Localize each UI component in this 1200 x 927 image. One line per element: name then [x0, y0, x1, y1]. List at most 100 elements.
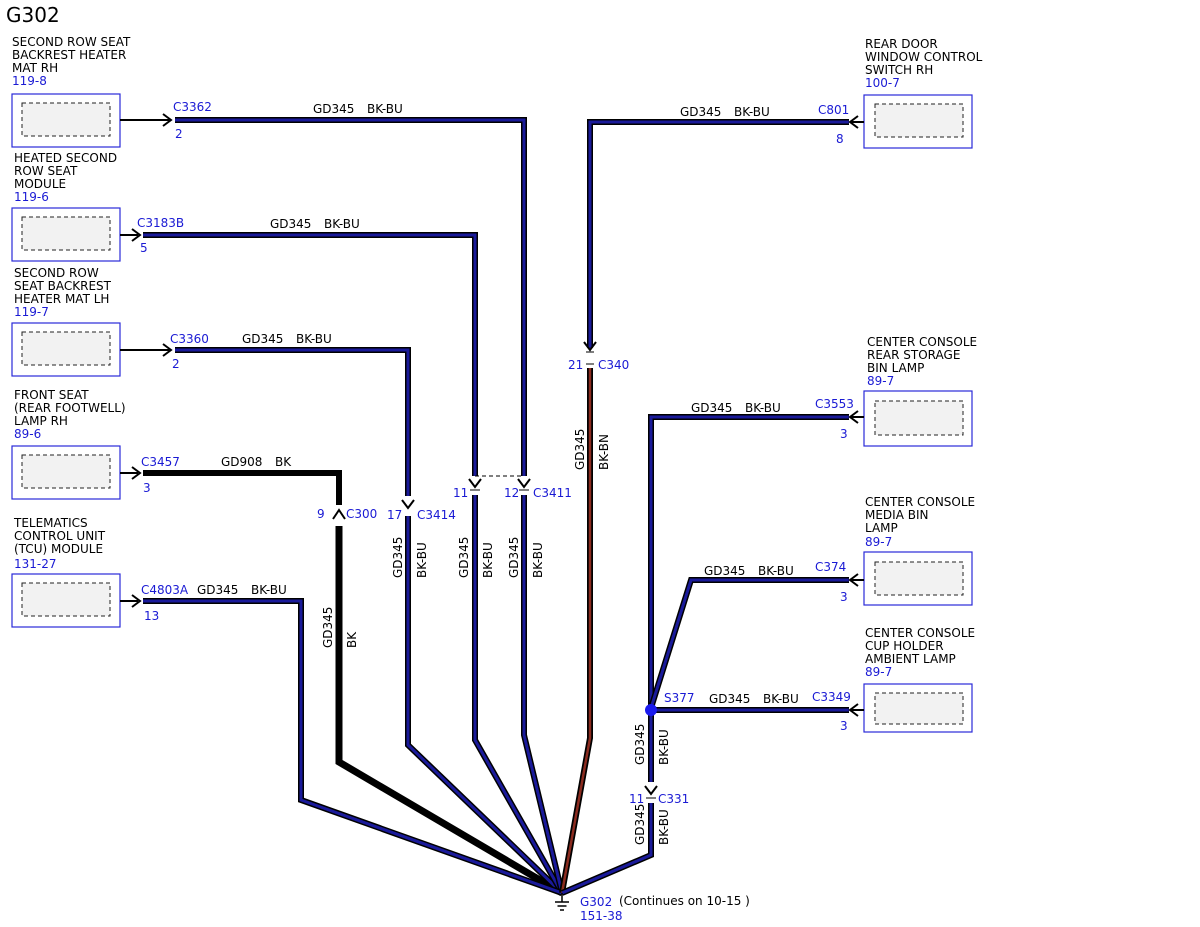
connector-name: C3183B	[137, 216, 184, 230]
wire-color: BK-BU	[745, 401, 781, 415]
wire-c3183b[interactable]	[143, 232, 478, 490]
component-label-line: FRONT SEAT	[14, 388, 89, 402]
circuit-number: GD345	[633, 804, 647, 845]
connector-c374[interactable]: C374 3	[815, 560, 848, 604]
connector-name: C340	[598, 358, 629, 372]
circuit-number: GD345	[691, 401, 732, 415]
connector-c3414[interactable]: 17 C3414	[387, 496, 456, 522]
component-label-line: AMBIENT LAMP	[865, 652, 956, 666]
continues-note[interactable]: (Continues on 10-15 )	[619, 894, 750, 908]
component-label-line: CENTER CONSOLE	[865, 626, 975, 640]
component-label-line: MAT RH	[12, 61, 58, 75]
component-label-line: CENTER CONSOLE	[865, 495, 975, 509]
wire-color: BK-BU	[763, 692, 799, 706]
circuit-number: GD908	[221, 455, 262, 469]
wires	[143, 117, 849, 897]
circuit-number: GD345	[457, 537, 471, 578]
circuit-labels-vertical: GD345 BK GD345 BK-BU GD345 BK-BU GD345 B…	[321, 429, 671, 845]
connector-pin: 5	[140, 241, 148, 255]
wire-c3457[interactable]	[143, 470, 342, 505]
circuit-number: GD345	[704, 564, 745, 578]
circuit-number: GD345	[313, 102, 354, 116]
connector-name: C3411	[533, 486, 572, 500]
wire-color: BK-BU	[758, 564, 794, 578]
diagram-title: G302	[6, 3, 60, 27]
component-tcu[interactable]: TELEMATICS CONTROL UNIT (TCU) MODULE 131…	[11, 516, 142, 628]
connector-c3553[interactable]: C3553 3	[815, 397, 854, 441]
component-ref-link[interactable]: 89-7	[867, 374, 894, 388]
ground-g302[interactable]: G302 (Continues on 10-15 ) 151-38	[555, 893, 750, 923]
component-seat-backrest-lh[interactable]: SECOND ROW SEAT BACKREST HEATER MAT LH 1…	[11, 266, 173, 377]
connector-c340[interactable]: 21 C340	[568, 341, 629, 372]
connector-c3183b[interactable]: C3183B 5	[137, 216, 184, 255]
connector-pin: 3	[840, 427, 848, 441]
component-label-line: SECOND ROW	[14, 266, 99, 280]
connector-c300[interactable]: 9 C300	[317, 507, 377, 526]
component-label-line: LAMP RH	[14, 414, 68, 428]
wire-color: BK-BU	[296, 332, 332, 346]
component-heated-seat-module[interactable]: HEATED SECOND ROW SEAT MODULE 119-6	[11, 151, 142, 262]
connector-c3349[interactable]: C3349 3	[812, 690, 851, 733]
wire-color: BK-BU	[657, 729, 671, 765]
component-ref-link[interactable]: 119-6	[14, 190, 49, 204]
component-storage-bin-lamp[interactable]: CENTER CONSOLE REAR STORAGE BIN LAMP 89-…	[848, 335, 977, 447]
wire-c300-trunk[interactable]	[335, 525, 564, 897]
component-ref-link[interactable]: 100-7	[865, 76, 900, 90]
component-ref-link[interactable]: 89-7	[865, 535, 892, 549]
component-ref-link[interactable]: 119-8	[12, 74, 47, 88]
connector-pin: 2	[175, 127, 183, 141]
circuit-number: GD345	[633, 724, 647, 765]
wire-c3360[interactable]	[175, 347, 411, 505]
connector-c3411[interactable]: 11 12 C3411	[453, 475, 572, 500]
wire-c801[interactable]	[587, 119, 849, 348]
wire-color: BK-BN	[597, 434, 611, 470]
connector-pin: 17	[387, 508, 402, 522]
component-ref-link[interactable]: 119-7	[14, 305, 49, 319]
connector-pin: 12	[504, 486, 519, 500]
component-seat-backrest-rh[interactable]: SECOND ROW SEAT BACKREST HEATER MAT RH 1…	[11, 35, 173, 148]
component-label-line: HEATER MAT LH	[14, 292, 109, 306]
circuit-number: GD345	[270, 217, 311, 231]
ground-name: G302	[580, 895, 612, 909]
circuit-number: GD345	[709, 692, 750, 706]
connector-pin: 11	[453, 486, 468, 500]
component-label-line: LAMP	[865, 521, 898, 535]
component-ref-link[interactable]: 131-27	[14, 557, 57, 571]
connector-c3457[interactable]: C3457 3	[141, 455, 180, 495]
connector-pin: 13	[144, 609, 159, 623]
connector-name: C374	[815, 560, 846, 574]
component-ref-link[interactable]: 89-6	[14, 427, 41, 441]
circuit-number: GD345	[242, 332, 283, 346]
component-rear-door-switch[interactable]: REAR DOOR WINDOW CONTROL SWITCH RH 100-7	[848, 37, 983, 149]
wire-c3362[interactable]	[175, 117, 527, 490]
splice-s377[interactable]: S377	[645, 691, 695, 716]
component-label-line: REAR STORAGE	[867, 348, 960, 362]
connector-name: C3553	[815, 397, 854, 411]
component-label-line: SWITCH RH	[865, 63, 933, 77]
connector-name: C3414	[417, 508, 456, 522]
component-label-line: MEDIA BIN	[865, 508, 929, 522]
component-label-line: (REAR FOOTWELL)	[14, 401, 126, 415]
wire-color: BK	[275, 455, 292, 469]
wire-c374[interactable]	[648, 577, 849, 709]
connector-c3360[interactable]: C3360 2	[170, 332, 209, 371]
wire-color: BK-BU	[657, 809, 671, 845]
connector-c801[interactable]: C801 8	[818, 103, 849, 146]
component-label-line: HEATED SECOND	[14, 151, 117, 165]
connector-c3362[interactable]: C3362 2	[173, 100, 212, 141]
connector-c331[interactable]: 11 C331	[629, 783, 689, 806]
connector-pin: 21	[568, 358, 583, 372]
component-footwell-lamp[interactable]: FRONT SEAT (REAR FOOTWELL) LAMP RH 89-6	[11, 388, 142, 500]
connector-name: C3457	[141, 455, 180, 469]
wire-color: BK-BU	[367, 102, 403, 116]
connector-name: C3362	[173, 100, 212, 114]
connector-name: C4803A	[141, 583, 189, 597]
component-cup-holder-lamp[interactable]: CENTER CONSOLE CUP HOLDER AMBIENT LAMP 8…	[848, 626, 975, 733]
connector-name: C300	[346, 507, 377, 521]
ground-ref-link[interactable]: 151-38	[580, 909, 623, 923]
splice-name: S377	[664, 691, 695, 705]
component-ref-link[interactable]: 89-7	[865, 665, 892, 679]
component-label-line: TELEMATICS	[13, 516, 88, 530]
connector-c4803a[interactable]: C4803A 13	[141, 583, 189, 623]
component-media-bin-lamp[interactable]: CENTER CONSOLE MEDIA BIN LAMP 89-7	[848, 495, 975, 606]
